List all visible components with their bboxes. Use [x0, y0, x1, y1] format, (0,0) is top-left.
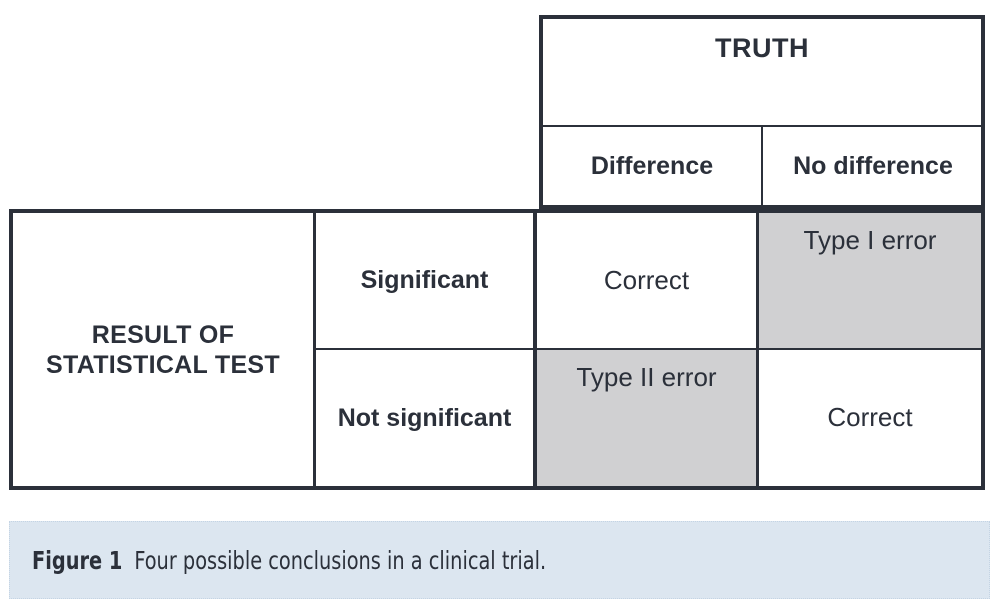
table-row: Not significant Type II error Correct — [316, 349, 981, 487]
truth-title-label: TRUTH — [715, 33, 809, 63]
column-header-no-difference-label: No difference — [793, 151, 953, 180]
row-group-header-label: RESULT OF STATISTICAL TEST — [46, 320, 280, 379]
table-body: Significant Correct Type I error Not sig… — [316, 213, 981, 486]
cell-significant-difference: Correct — [537, 213, 759, 348]
figure-caption: Figure 1 Four possible conclusions in a c… — [32, 546, 546, 575]
cell-not-significant-difference-label: Type II error — [576, 361, 717, 392]
result-table: RESULT OF STATISTICAL TEST Significant C… — [9, 209, 985, 490]
truth-title-cell: TRUTH — [543, 19, 981, 127]
column-header-difference: Difference — [543, 127, 763, 205]
table-row: Significant Correct Type I error — [316, 213, 981, 350]
row-header-not-significant-label: Not significant — [337, 403, 512, 432]
figure-caption-text: Four possible conclusions in a clinical … — [134, 545, 547, 575]
cell-not-significant-no-difference: Correct — [759, 350, 981, 487]
truth-subcolumn-row: Difference No difference — [543, 127, 981, 205]
row-header-not-significant: Not significant — [316, 349, 537, 486]
figure-caption-band: Figure 1 Four possible conclusions in a c… — [9, 521, 990, 599]
cell-not-significant-difference: Type II error — [537, 349, 759, 486]
column-header-difference-label: Difference — [590, 151, 714, 180]
row-header-significant: Significant — [316, 213, 537, 348]
cell-significant-no-difference-label: Type I error — [803, 225, 937, 255]
row-header-significant-label: Significant — [360, 266, 489, 295]
column-header-no-difference: No difference — [763, 127, 983, 205]
row-group-header: RESULT OF STATISTICAL TEST — [13, 213, 316, 486]
cell-not-significant-no-difference-label: Correct — [827, 402, 913, 433]
truth-header-block: TRUTH Difference No difference — [539, 15, 985, 209]
cell-significant-no-difference: Type I error — [759, 213, 981, 348]
cell-significant-difference-label: Correct — [603, 264, 690, 295]
figure-caption-label: Figure 1 — [32, 545, 123, 575]
